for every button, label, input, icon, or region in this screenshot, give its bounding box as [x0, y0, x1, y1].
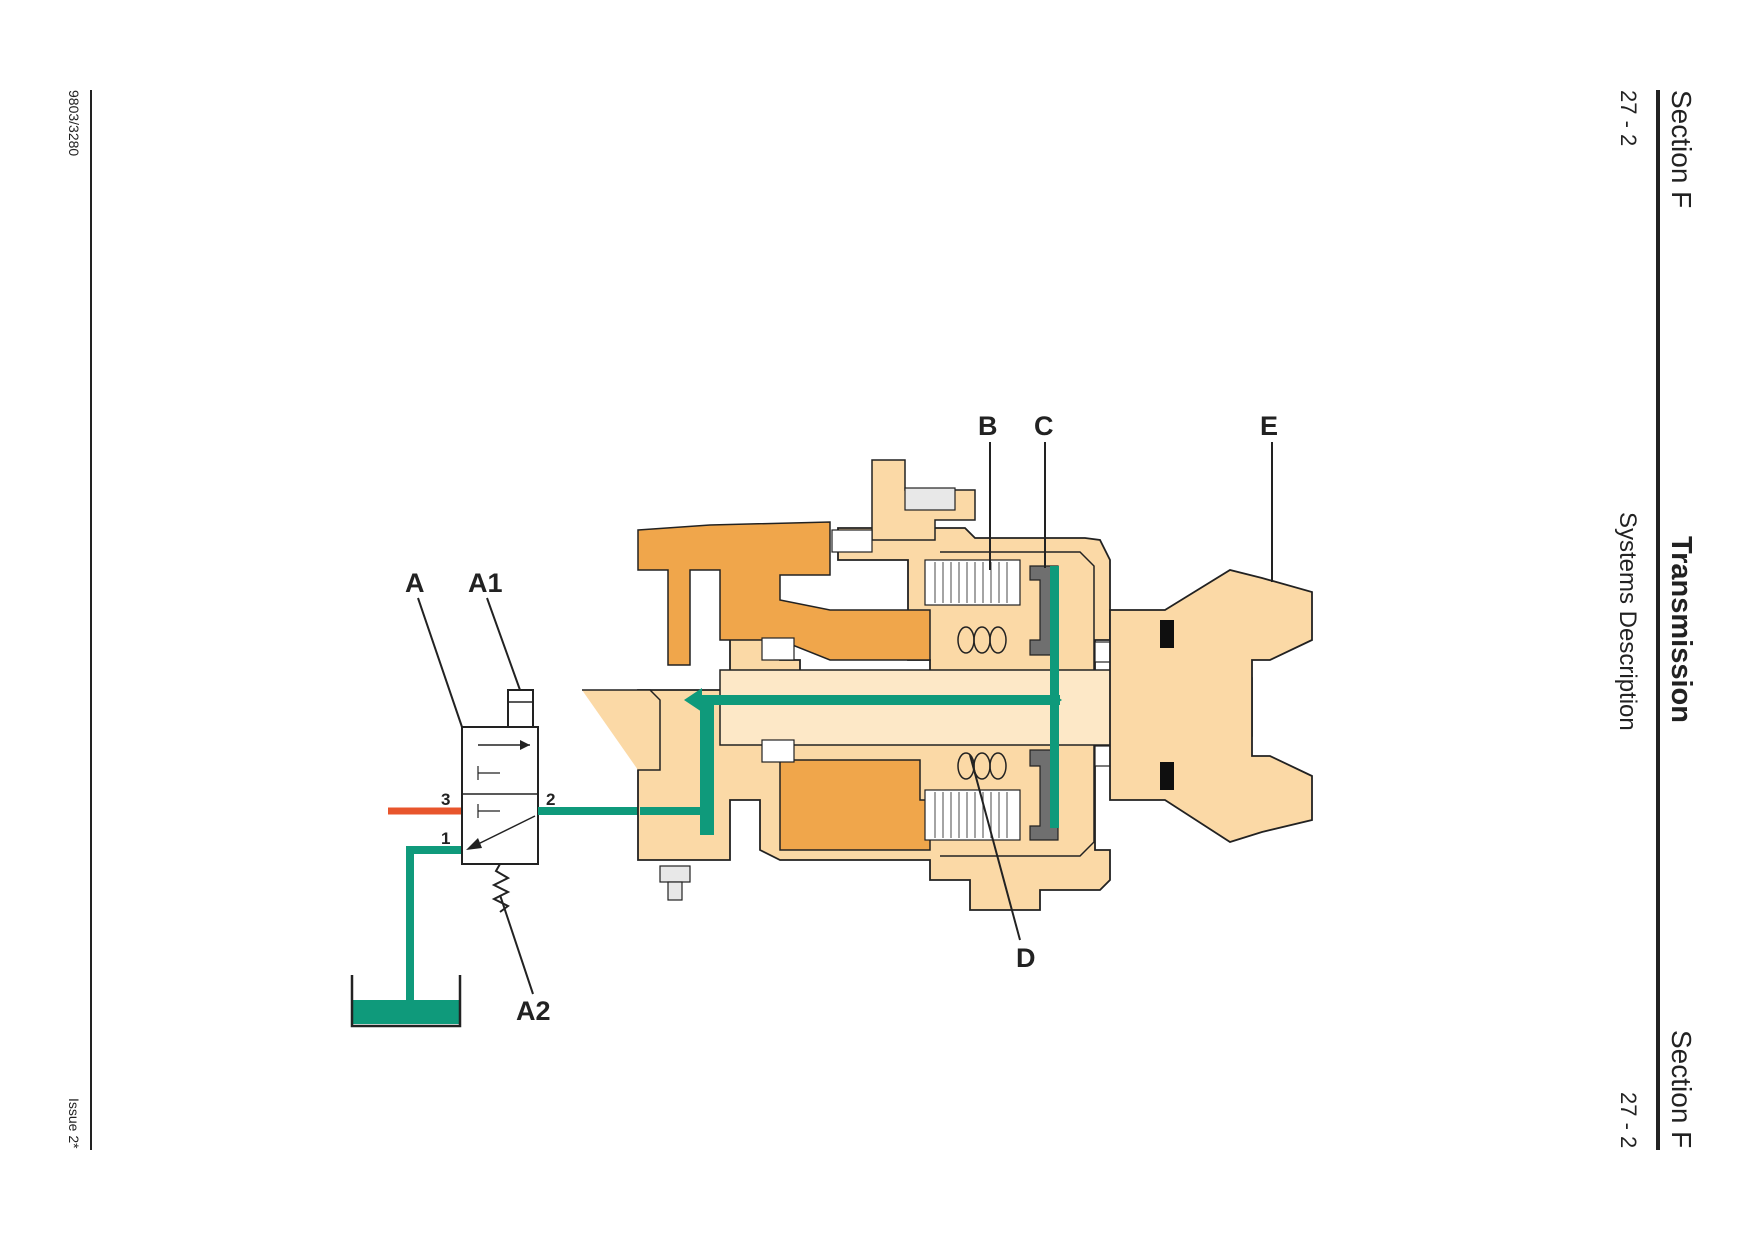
callout-b: B [978, 411, 998, 441]
footer-rule [90, 90, 92, 1150]
callout-a1: A1 [468, 568, 503, 598]
callout-a2: A2 [516, 996, 551, 1026]
port-2-label: 2 [546, 790, 555, 809]
supply-line [406, 846, 462, 1003]
oil-passages [640, 566, 1062, 835]
output-yoke [1109, 569, 1313, 843]
oil-reservoir [350, 975, 462, 1028]
callout-a: A [405, 568, 425, 598]
callout-d: D [1016, 943, 1036, 973]
callout-c: C [1034, 411, 1054, 441]
solenoid-valve [461, 689, 539, 913]
return-springs [957, 626, 1007, 780]
leader-lines [417, 442, 1273, 995]
port-3-label: 3 [441, 790, 450, 809]
header-rule [1656, 90, 1660, 1150]
port-1-label: 1 [441, 829, 450, 848]
callout-e: E [1260, 411, 1278, 441]
clutch-plates [924, 559, 1021, 841]
brake-drum [637, 521, 931, 851]
